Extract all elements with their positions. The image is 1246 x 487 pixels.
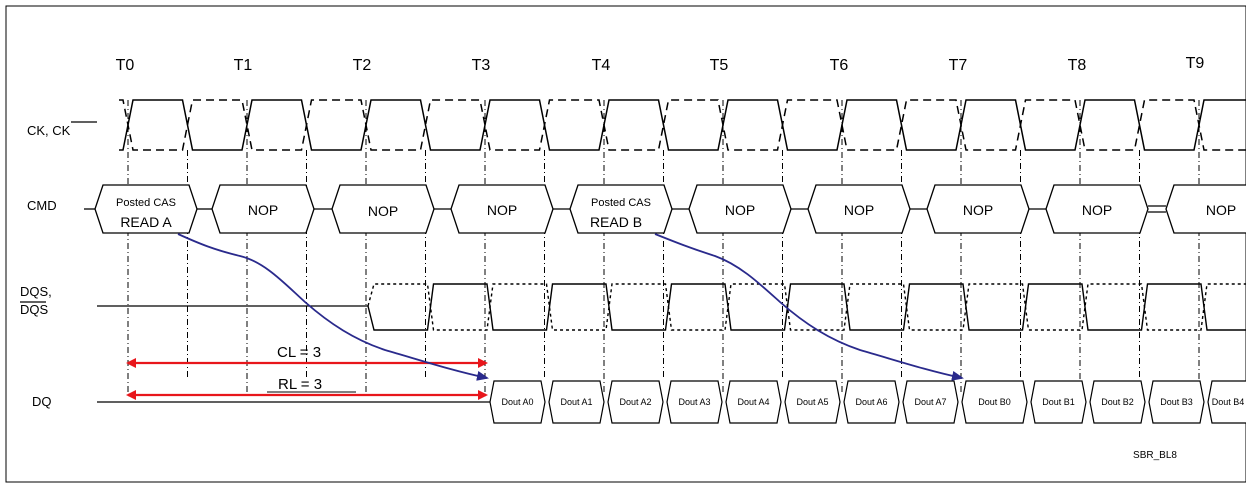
command-cell-nop <box>1045 184 1149 234</box>
time-marker-t3: T3 <box>472 57 491 74</box>
command-label-nop: NOP <box>1206 202 1236 218</box>
time-markers: T0 T1 T2 T3 T4 T5 T6 T7 T8 T9 <box>116 55 1205 74</box>
data-label-dout-a0: Dout A0 <box>501 397 533 407</box>
command-label-nop: NOP <box>963 202 993 218</box>
time-marker-t1: T1 <box>234 57 253 74</box>
time-marker-t5: T5 <box>710 57 729 74</box>
data-cell-dout-b1 <box>1030 380 1087 424</box>
data-label-dout-a3: Dout A3 <box>678 397 710 407</box>
time-marker-t6: T6 <box>830 57 849 74</box>
signal-label-command: CMD <box>27 198 57 213</box>
data-cell-dout-b3 <box>1148 380 1205 424</box>
data-label-dout-b0: Dout B0 <box>978 397 1011 407</box>
read-a-to-dout-a0-arrow <box>177 233 489 381</box>
time-marker-t9: T9 <box>1186 55 1205 72</box>
signal-labels: CK, CK CMD DQS, DQS DQ <box>20 121 97 409</box>
data-label-dout-b2: Dout B2 <box>1101 397 1134 407</box>
data-label-dout-b3: Dout B3 <box>1160 397 1193 407</box>
data-label-dout-b4: Dout B4 <box>1212 397 1245 407</box>
command-label-read-b-line1: Posted CAS <box>591 197 651 209</box>
time-marker-t2: T2 <box>353 57 372 74</box>
strobe-dqs-complement-trace <box>367 283 1246 331</box>
time-marker-t7: T7 <box>949 57 968 74</box>
data-bus: Dout A0 Dout A1 Dout A2 Dout A3 Dout A4 … <box>97 380 1246 424</box>
command-label-nop: NOP <box>368 203 398 219</box>
data-label-dout-a5: Dout A5 <box>796 397 828 407</box>
data-cell-dout-a4 <box>725 380 782 424</box>
time-marker-t4: T4 <box>592 57 611 74</box>
figure-reference: SBR_BL8 <box>1133 450 1177 461</box>
data-cell-dout-a5 <box>784 380 841 424</box>
time-marker-t0: T0 <box>116 57 135 74</box>
command-bus: Posted CAS READ A NOP NOP NOP Posted CAS… <box>84 184 1246 234</box>
clock-waveform <box>119 99 1246 151</box>
data-label-dout-a7: Dout A7 <box>914 397 946 407</box>
read-b-to-dout-b0-arrow <box>654 233 964 381</box>
data-cell-dout-b4 <box>1207 380 1246 424</box>
data-label-dout-a1: Dout A1 <box>560 397 592 407</box>
strobe-waveform <box>97 283 1246 331</box>
data-label-dout-a6: Dout A6 <box>855 397 887 407</box>
clock-ck-trace <box>119 99 1246 151</box>
cas-latency-label: CL = 3 <box>277 344 321 361</box>
signal-label-strobe: DQS, <box>20 284 52 299</box>
data-cell-dout-a1 <box>548 380 605 424</box>
command-label-read-a-line1: Posted CAS <box>116 197 176 209</box>
clock-ck-complement-trace <box>119 99 1246 151</box>
data-label-dout-a2: Dout A2 <box>619 397 651 407</box>
data-cell-dout-b0 <box>961 380 1028 424</box>
time-marker-t8: T8 <box>1068 57 1087 74</box>
data-label-dout-a4: Dout A4 <box>737 397 769 407</box>
signal-label-data: DQ <box>32 394 52 409</box>
command-label-read-b-line2: READ B <box>590 214 642 230</box>
data-label-dout-b1: Dout B1 <box>1042 397 1075 407</box>
read-latency-label: RL = 3 <box>278 376 322 393</box>
command-cell-nop <box>1165 184 1246 234</box>
command-label-read-a-line2: READ A <box>120 214 172 230</box>
data-cell-dout-a2 <box>607 380 664 424</box>
command-to-data-arrows <box>177 233 964 381</box>
data-cell-dout-a0 <box>489 380 546 424</box>
strobe-dqs-trace <box>367 283 1246 331</box>
command-label-nop: NOP <box>1082 202 1112 218</box>
signal-label-strobe-complement: DQS <box>20 302 49 317</box>
command-label-nop: NOP <box>487 202 517 218</box>
timing-guides <box>127 100 1200 395</box>
data-cell-dout-a3 <box>666 380 723 424</box>
command-label-nop: NOP <box>844 202 874 218</box>
latency-markers: CL = 3 RL = 3 <box>126 344 488 400</box>
data-cell-dout-a6 <box>843 380 900 424</box>
data-cell-dout-a7 <box>902 380 959 424</box>
command-label-nop: NOP <box>248 202 278 218</box>
diagram-frame <box>5 5 1246 483</box>
data-cell-dout-b2 <box>1089 380 1146 424</box>
command-label-nop: NOP <box>725 202 755 218</box>
signal-label-clock: CK, CK <box>27 123 71 138</box>
